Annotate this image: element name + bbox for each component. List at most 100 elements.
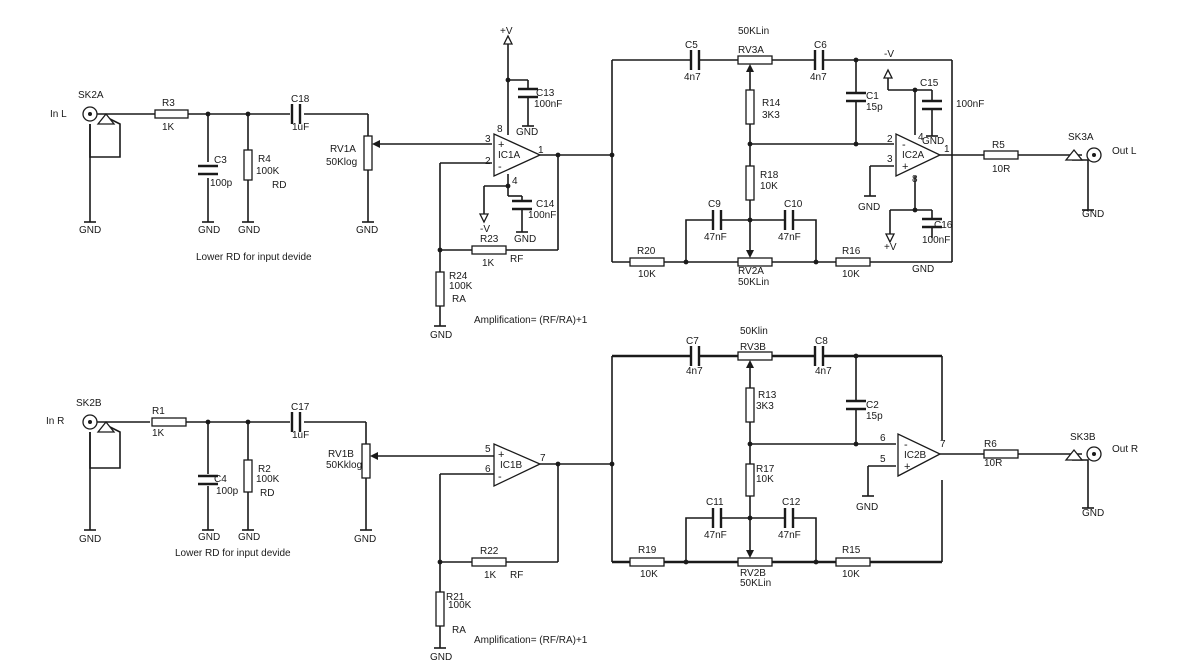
gnd-sk2a-label: GND <box>79 225 101 236</box>
r3-value: 1K <box>162 122 175 133</box>
potentiometer-rv2b: RV2B 50KLin <box>737 550 773 589</box>
gnd-rv1a-label: GND <box>356 225 378 236</box>
c1-value: 15p <box>866 102 883 113</box>
rv3a-value: 50KLin <box>738 26 769 37</box>
r24-tag: RA <box>452 294 466 305</box>
r19-ref: R19 <box>638 545 657 556</box>
capacitor-c15: C15 100nF <box>920 78 984 111</box>
gnd-rv1a: GND <box>356 221 378 236</box>
capacitor-c6: C6 4n7 <box>810 40 827 83</box>
gnd-c13: GND <box>516 125 538 138</box>
r15-value: 10K <box>842 569 860 580</box>
notes: Lower RD for input devide Amplification=… <box>175 252 588 646</box>
rv2a-value: 50KLin <box>738 277 769 288</box>
sk2a-ref: SK2A <box>78 90 104 101</box>
resistor-r19: R19 10K <box>629 545 665 580</box>
resistor-r4: R4 100K RD <box>243 149 286 191</box>
gnd-sk3b-label: GND <box>1082 508 1104 519</box>
opamp-ic2a: IC2A - + 2 3 1 4 8 <box>887 132 950 185</box>
ic2a-plus-sign: + <box>902 161 908 173</box>
r16-value: 10K <box>842 269 860 280</box>
capacitor-c8: C8 4n7 <box>813 336 832 377</box>
vneg-ic1a-label: -V <box>480 224 490 235</box>
ic2a-pin-vn: 4 <box>918 132 924 143</box>
ic1a-pin-vn: 4 <box>512 176 518 187</box>
vneg-ic1a: -V <box>478 213 490 235</box>
r16-ref: R16 <box>842 246 861 257</box>
c14-ref: C14 <box>536 199 555 210</box>
connector-sk3b: SK3B Out R <box>1064 432 1138 462</box>
ic2a-minus-sign: - <box>902 139 906 151</box>
top-rd-note: Lower RD for input devide <box>196 252 312 263</box>
ic1b-plus-sign: + <box>498 449 504 461</box>
r4-tag: RD <box>272 180 286 191</box>
resistor-r15: R15 10K <box>835 545 871 580</box>
sk3b-ref: SK3B <box>1070 432 1096 443</box>
rv2b-ref: RV2B <box>740 568 766 579</box>
resistor-r6: R6 10R <box>983 439 1019 469</box>
resistor-r3: R3 1K <box>154 98 189 133</box>
r23-value: 1K <box>482 258 495 269</box>
ic1a-pin-out: 1 <box>538 145 544 156</box>
r22-value: 1K <box>484 570 497 581</box>
c15-ref: C15 <box>920 78 939 89</box>
sk2b-ref: SK2B <box>76 398 102 409</box>
r14-ref: R14 <box>762 98 781 109</box>
ic1a-pin-minus: 2 <box>485 156 491 167</box>
c1-ref: C1 <box>866 91 879 102</box>
c7-ref: C7 <box>686 336 699 347</box>
capacitor-c3: C3 100p <box>198 155 233 189</box>
resistor-r17: R17 10K <box>745 463 775 497</box>
gnd-tone-a-label: GND <box>912 264 934 275</box>
c17-ref: C17 <box>291 402 310 413</box>
ic1b-pin-out: 7 <box>540 453 546 464</box>
gnd-r2-label: GND <box>238 532 260 543</box>
capacitor-c11: C11 47nF <box>704 497 727 541</box>
gnd-c4-label: GND <box>198 532 220 543</box>
vpos-ic1a-label: +V <box>500 26 513 37</box>
power-symbols: +V -V -V +V <box>478 26 897 253</box>
connector-sk2b: SK2B In R <box>46 398 116 433</box>
c8-value: 4n7 <box>815 366 832 377</box>
r3-ref: R3 <box>162 98 175 109</box>
capacitor-c5: C5 4n7 <box>684 40 701 83</box>
resistor-r16: R16 10K <box>835 246 871 280</box>
rv1a-ref: RV1A <box>330 144 356 155</box>
rv1b-ref: RV1B <box>328 449 354 460</box>
top-channel-wires <box>89 42 1089 326</box>
ic1a-ref: IC1A <box>498 150 521 161</box>
r17-value: 10K <box>756 474 774 485</box>
resistor-r1: R1 1K <box>151 406 187 439</box>
c12-value: 47nF <box>778 530 801 541</box>
resistor-r23: R23 1K RF <box>471 234 523 269</box>
resistor-r13: R13 3K3 <box>745 387 777 423</box>
gnd-r4-label: GND <box>238 225 260 236</box>
r18-ref: R18 <box>760 170 779 181</box>
potentiometer-rv3b: RV3B 50Klin <box>737 326 773 368</box>
c16-value: 100nF <box>922 235 950 246</box>
r24-ref: R24 <box>449 271 468 282</box>
r5-value: 10R <box>992 164 1010 175</box>
c4-value: 100p <box>216 486 239 497</box>
r5-ref: R5 <box>992 140 1005 151</box>
ic2b-plus-sign: + <box>904 461 910 473</box>
capacitor-c4: C4 100p <box>198 474 239 497</box>
r21-value: 100K <box>448 600 472 611</box>
r6-value: 10R <box>984 458 1002 469</box>
gnd-r4: GND <box>238 221 260 236</box>
gnd-r24: GND <box>430 325 452 341</box>
gnd-r21: GND <box>430 647 452 663</box>
ic1b-pin-plus: 5 <box>485 444 491 455</box>
gnd-c15-label: GND <box>922 136 944 147</box>
ic1a-pin-vp: 8 <box>497 124 503 135</box>
capacitor-c16: C16 100nF <box>922 217 953 246</box>
gnd-sk2a: GND <box>79 221 101 236</box>
resistor-r22: R22 1K RF <box>471 546 523 581</box>
c8-ref: C8 <box>815 336 828 347</box>
ic2a-ref: IC2A <box>902 150 925 161</box>
connector-sk2a: SK2A In L <box>50 90 116 125</box>
rv3b-ref: RV3B <box>740 342 766 353</box>
ic1a-plus-sign: + <box>498 139 504 151</box>
capacitor-c18: C18 1uF <box>290 94 310 133</box>
